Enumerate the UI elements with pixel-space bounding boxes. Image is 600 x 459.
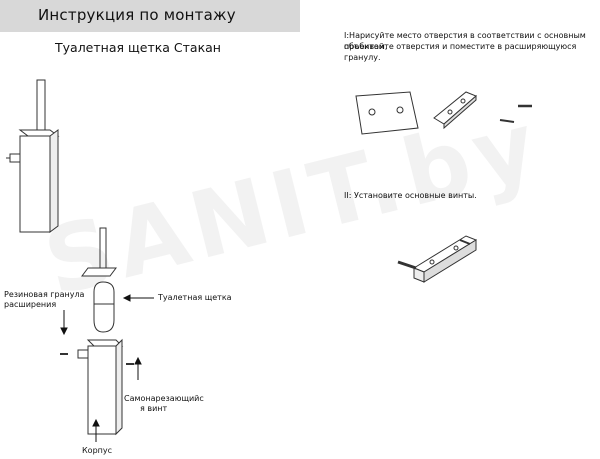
product-title: Туалетная щетка Стакан	[55, 40, 221, 55]
assembled-holder-illustration	[6, 79, 60, 233]
screw-label-line2: я винт	[140, 404, 168, 413]
step1-instruction-line1: I:Нарисуйте место отверстия в соответств…	[344, 31, 586, 51]
rubber-plug-label-line2: расширения	[4, 300, 57, 309]
body-label: Корпус	[82, 446, 113, 455]
page-title: Инструкция по монтажу	[38, 6, 236, 24]
step2-instruction: II: Установите основные винты.	[344, 191, 477, 200]
exploded-view-illustration	[60, 227, 134, 436]
toilet-brush-label: Туалетная щетка	[158, 293, 232, 302]
step1-instruction-line2: пробивайте отверстия и поместите в расши…	[344, 42, 577, 62]
screw-label-line1: Самонарезающийс	[124, 394, 204, 403]
header-bar: Инструкция по монтажу	[0, 0, 300, 32]
leader-arrows	[60, 294, 154, 442]
rubber-plug-label-line1: Резиновая гранула	[4, 290, 85, 299]
step2-illustration	[397, 235, 478, 283]
step1-illustration	[355, 91, 532, 135]
